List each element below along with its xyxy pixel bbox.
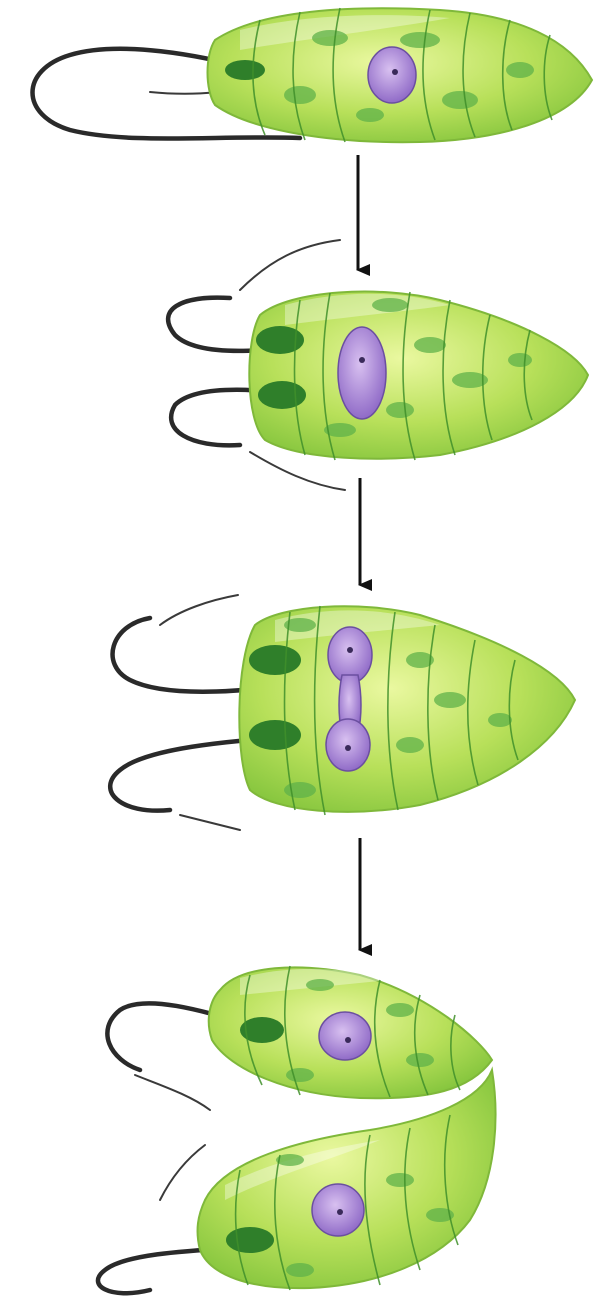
nucleus-elongated xyxy=(338,327,386,419)
stage-3-euglena xyxy=(110,595,575,830)
stage-4-daughter-cells xyxy=(98,966,496,1293)
stage-1-euglena xyxy=(33,8,593,142)
daughter-cell-upper xyxy=(107,966,492,1110)
reservoir-lower-icon xyxy=(258,381,306,409)
reservoir-upper-icon xyxy=(249,645,301,675)
nucleus xyxy=(319,1012,371,1060)
reservoir-lower-icon xyxy=(249,720,301,750)
reservoir-icon xyxy=(225,60,265,80)
nucleus xyxy=(368,47,416,103)
stage-2-euglena xyxy=(168,240,588,490)
reservoir-icon xyxy=(226,1227,274,1253)
daughter-cell-lower xyxy=(98,1070,496,1293)
